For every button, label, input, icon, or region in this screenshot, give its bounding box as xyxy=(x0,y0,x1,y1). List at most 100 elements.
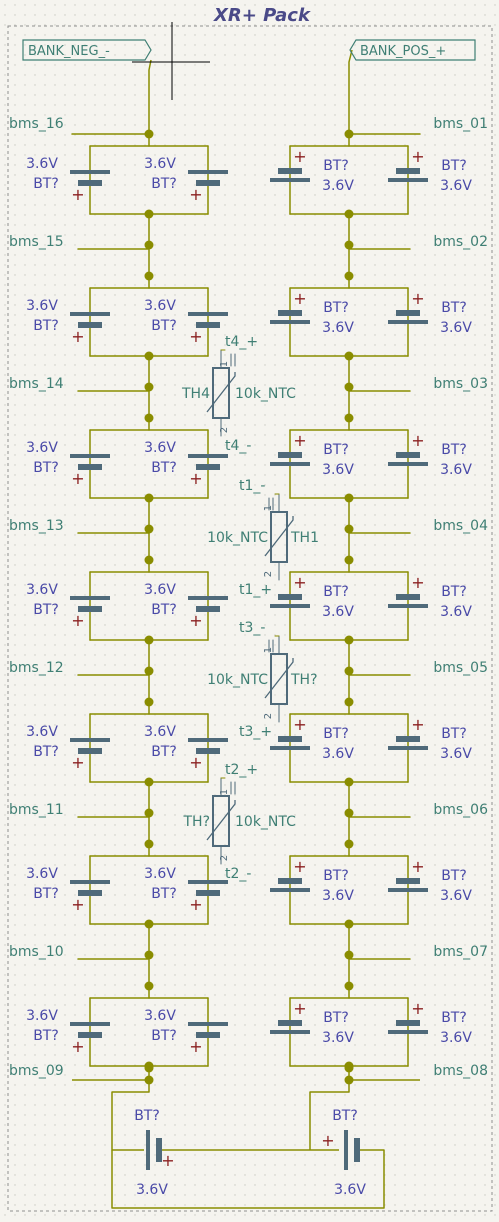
thermistor-ref: TH? xyxy=(290,672,318,688)
junction-dot xyxy=(144,524,154,534)
net-label-bms-04: bms_04 xyxy=(433,518,488,534)
battery-cell[interactable]: +BT?3.6V xyxy=(270,857,354,904)
battery-cell[interactable]: +BT?3.6V xyxy=(270,999,354,1046)
junction-dot xyxy=(344,1075,354,1085)
junction-dot xyxy=(144,351,154,361)
junction-dot xyxy=(344,524,354,534)
battery-ref: BT? xyxy=(441,584,467,600)
battery-value: 3.6V xyxy=(322,888,354,904)
net-label-bms-07: bms_07 xyxy=(433,944,488,960)
junction-dot xyxy=(344,382,354,392)
battery-plus-sign: + xyxy=(411,289,424,308)
battery-plate-long xyxy=(188,738,228,742)
battery-plate-long xyxy=(70,312,110,316)
junction-dot xyxy=(344,839,354,849)
net-label-bms-05: bms_05 xyxy=(433,660,488,676)
battery-ref: BT? xyxy=(151,602,177,618)
battery-cell-horizontal[interactable]: BT?3.6V+ xyxy=(321,1108,366,1198)
global-label-bank-pos[interactable]: BANK_POS_+ xyxy=(349,39,476,61)
sheet-title: XR+ Pack xyxy=(213,5,311,26)
global-label-text: BANK_NEG_- xyxy=(28,44,110,59)
battery-cell[interactable]: +BT?3.6V xyxy=(388,431,472,478)
thermistor-pin-label: t3_- xyxy=(239,620,265,636)
junction-dot xyxy=(344,351,354,361)
battery-cell[interactable]: +BT?3.6V xyxy=(388,573,472,620)
junction-dot xyxy=(344,209,354,219)
battery-ref: BT? xyxy=(134,1108,160,1124)
battery-value: 3.6V xyxy=(144,156,176,172)
battery-cell-horizontal[interactable]: BT?3.6V+ xyxy=(134,1108,175,1198)
battery-cell[interactable]: +BT?3.6V xyxy=(388,857,472,904)
battery-cell[interactable]: +BT?3.6V xyxy=(270,573,354,620)
thermistor-pin-number: 2 xyxy=(219,427,230,433)
battery-plus-sign: + xyxy=(321,1131,334,1150)
battery-plate-short xyxy=(78,748,102,754)
battery-cell[interactable]: +BT?3.6V xyxy=(270,289,354,336)
global-label-bank-neg[interactable]: BANK_NEG_- xyxy=(22,39,152,61)
net-label-bms-01: bms_01 xyxy=(433,116,488,132)
battery-cell[interactable]: +BT?3.6V xyxy=(270,715,354,762)
junction-dot xyxy=(144,1063,154,1073)
battery-plate-short xyxy=(196,748,220,754)
battery-cell[interactable]: +BT?3.6V xyxy=(270,431,354,478)
net-label-bms-09: bms_09 xyxy=(9,1063,64,1079)
battery-plus-sign: + xyxy=(411,715,424,734)
battery-plate-long xyxy=(270,462,310,466)
battery-ref: BT? xyxy=(151,1028,177,1044)
battery-plate-long xyxy=(146,1130,150,1170)
battery-cell[interactable]: +BT?3.6V xyxy=(388,715,472,762)
battery-plate-short xyxy=(396,1020,420,1026)
crosshair-cursor xyxy=(132,22,210,100)
junction-dot xyxy=(144,1075,154,1085)
battery-plus-sign: + xyxy=(71,753,84,772)
junction-dot xyxy=(144,777,154,787)
battery-cell[interactable]: +BT?3.6V xyxy=(270,147,354,194)
battery-plate-long xyxy=(388,604,428,608)
junction-dot xyxy=(144,240,154,250)
battery-cell[interactable]: +BT?3.6V xyxy=(388,999,472,1046)
battery-ref: BT? xyxy=(151,744,177,760)
junction-dot xyxy=(344,808,354,818)
battery-plate-long xyxy=(388,178,428,182)
battery-plus-sign: + xyxy=(189,895,202,914)
battery-plate-short xyxy=(278,310,302,316)
battery-cell[interactable]: +BT?3.6V xyxy=(388,289,472,336)
battery-value: 3.6V xyxy=(440,320,472,336)
battery-plus-sign: + xyxy=(293,715,306,734)
battery-plate-short xyxy=(396,878,420,884)
junction-dot xyxy=(344,555,354,565)
battery-plate-short xyxy=(78,322,102,328)
battery-value: 3.6V xyxy=(322,320,354,336)
battery-plate-short xyxy=(78,1032,102,1038)
junction-dot xyxy=(144,950,154,960)
battery-plus-sign: + xyxy=(71,895,84,914)
battery-plate-short xyxy=(278,452,302,458)
thermistor-pin-number: 2 xyxy=(263,713,274,719)
thermistor-pin-label: t1_- xyxy=(239,478,265,494)
battery-cell[interactable]: +BT?3.6V xyxy=(388,147,472,194)
battery-plate-short xyxy=(78,464,102,470)
battery-plus-sign: + xyxy=(293,147,306,166)
battery-plate-short xyxy=(396,736,420,742)
battery-ref: BT? xyxy=(33,886,59,902)
